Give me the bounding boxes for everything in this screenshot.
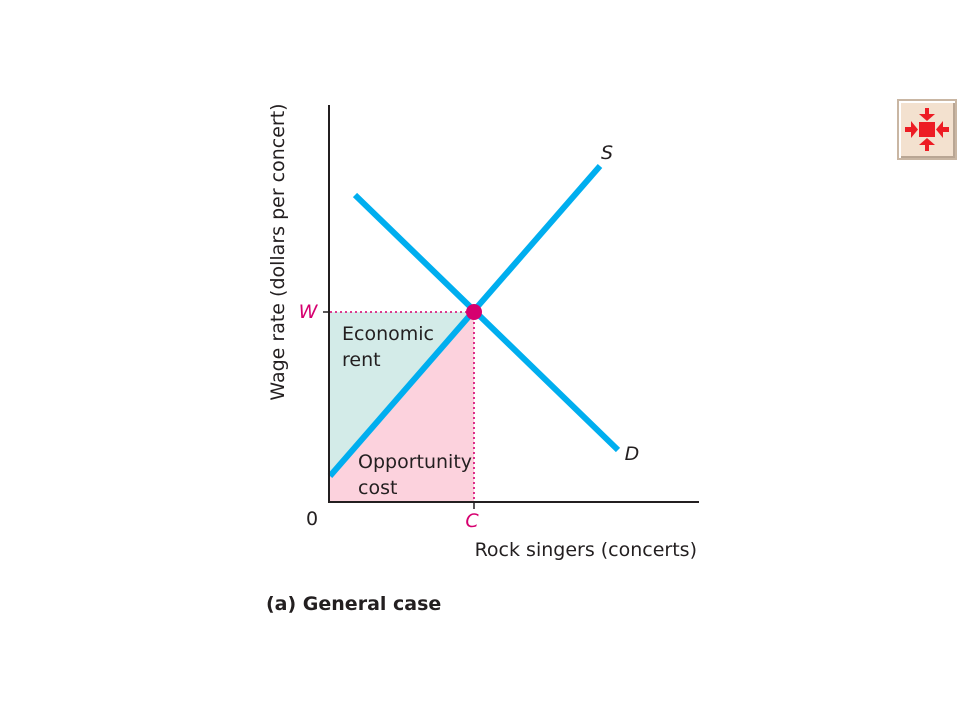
wage-label: W	[299, 301, 319, 323]
y-axis-label: Wage rate (dollars per concert)	[267, 103, 289, 400]
opportunity-cost-label-line2: cost	[358, 477, 397, 499]
equilibrium-point	[466, 304, 482, 320]
quantity-label: C	[465, 510, 479, 532]
navigation-button[interactable]	[897, 99, 957, 160]
four-arrows-inward-icon	[905, 108, 949, 151]
origin-label: 0	[306, 508, 318, 530]
x-axis-label: Rock singers (concerts)	[475, 539, 697, 561]
diagram-caption: (a) General case	[266, 593, 441, 615]
supply-curve	[327, 164, 603, 478]
economic-rent-label-line1: Economic	[342, 323, 434, 345]
demand-curve-label: D	[625, 443, 640, 465]
opportunity-cost-label-line1: Opportunity	[358, 451, 472, 473]
demand-curve	[352, 192, 621, 453]
opportunity-cost-area	[330, 312, 474, 502]
supply-curve-label: S	[601, 142, 613, 164]
economic-rent-label-line2: rent	[342, 349, 381, 371]
